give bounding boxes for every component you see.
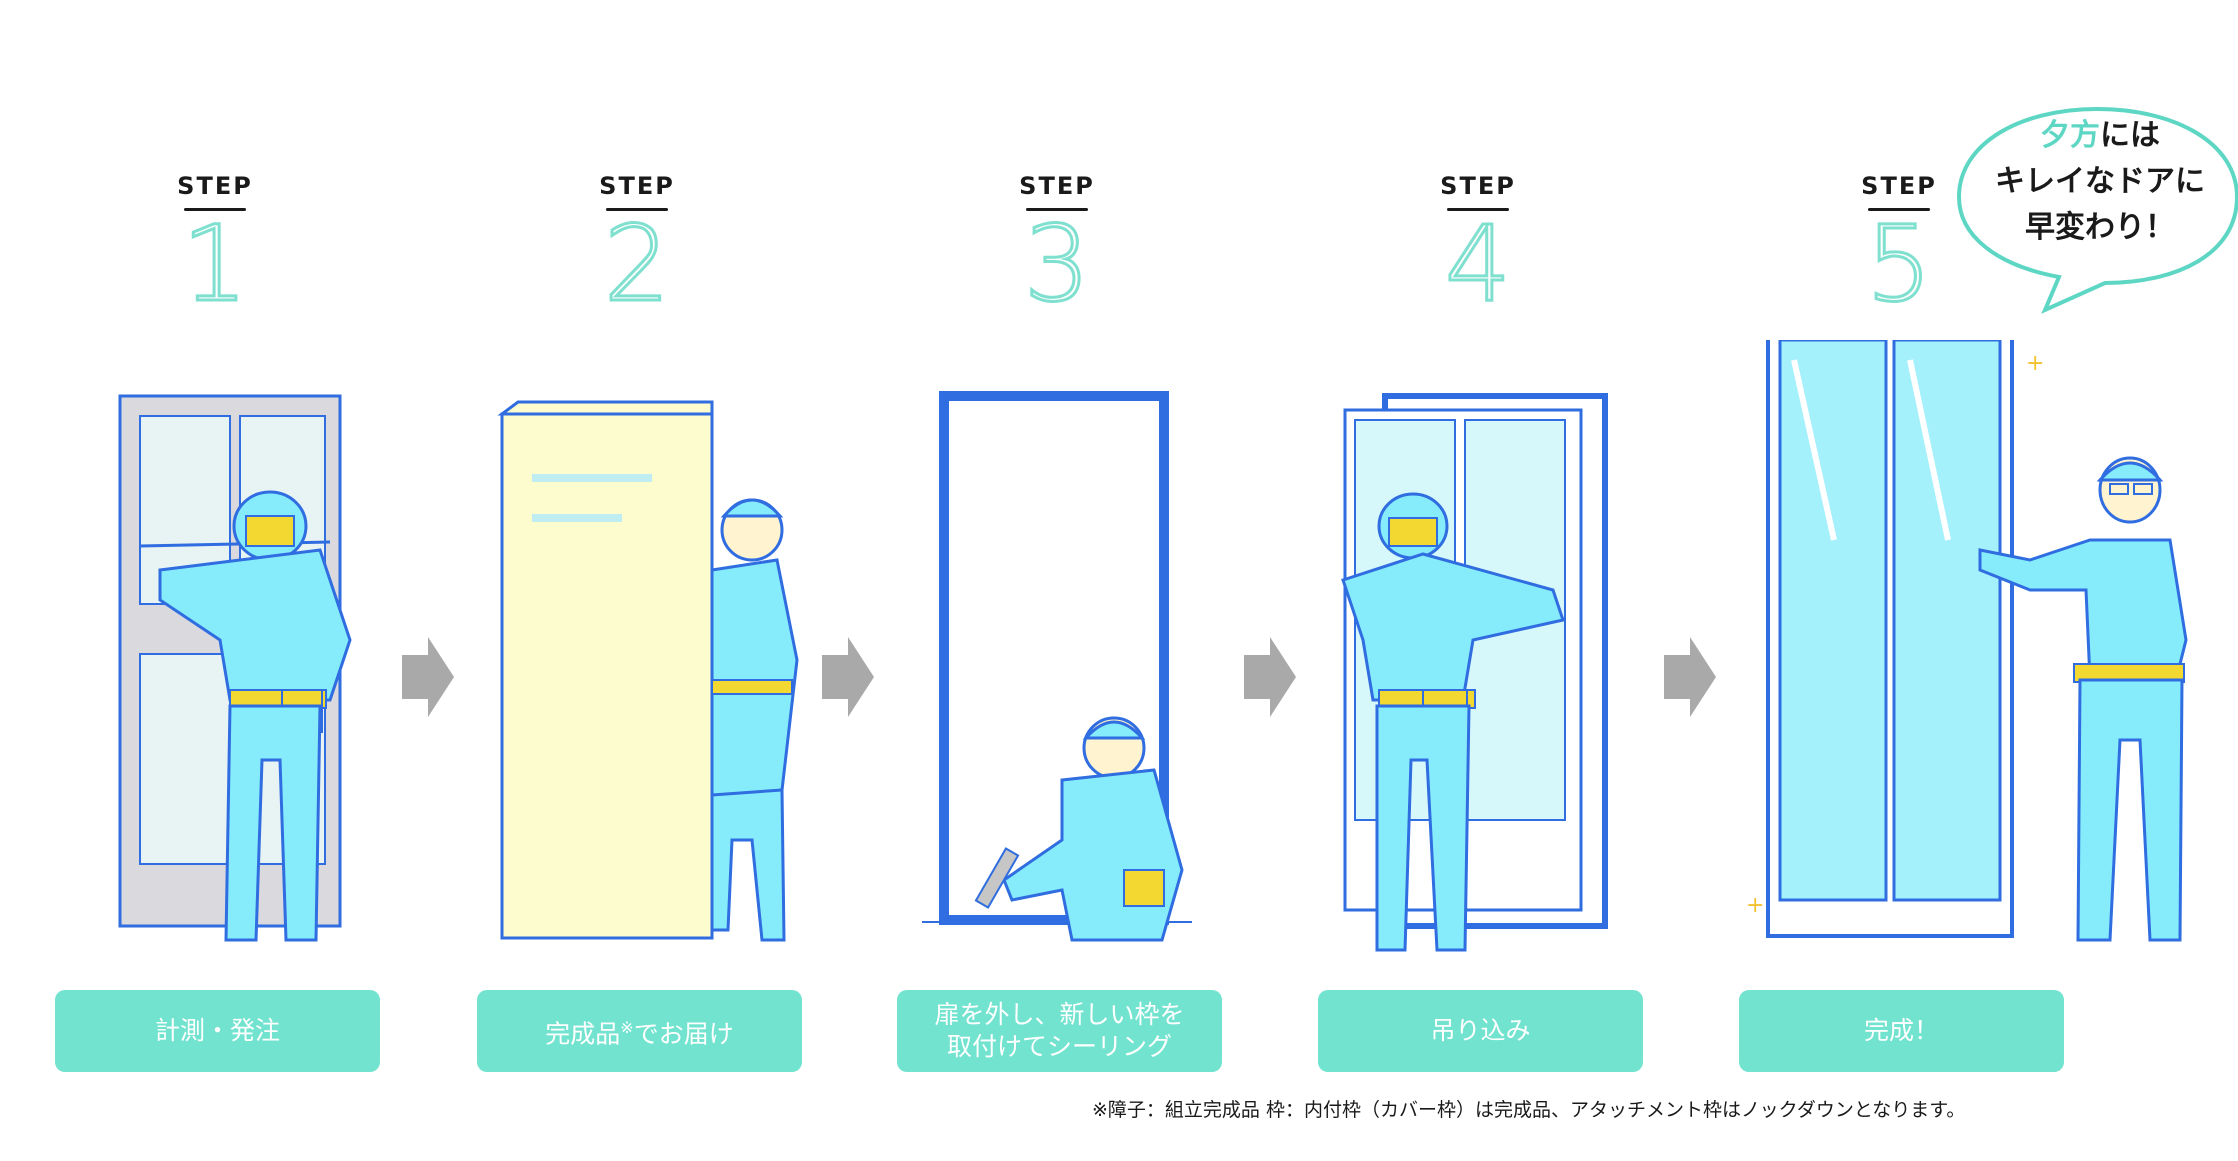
step-label: 吊り込み — [1318, 990, 1643, 1072]
step-number: 5 — [1864, 203, 1933, 325]
bubble-line-1: 夕方には — [2040, 118, 2160, 153]
step-number: 1 — [180, 203, 249, 325]
step-5: STEP 5 + + + 完成！ — [1734, 0, 2064, 1080]
hanging-door-worker-illustration — [1341, 393, 1608, 952]
arrow-right-icon — [1664, 637, 1716, 717]
step-1: STEP 1 計測・発注 — [50, 0, 380, 1080]
svg-text:+: + — [2026, 351, 2044, 376]
speech-bubble — [1956, 106, 2238, 314]
step-2: STEP 2 完成品※でお届け — [472, 0, 802, 1080]
step-number: 3 — [1022, 203, 1091, 325]
presenting-worker-illustration — [1978, 456, 2188, 942]
step-label-text: 計測・発注 — [154, 1016, 280, 1045]
step-word: STEP — [1313, 172, 1643, 211]
step-word: STEP — [1734, 172, 2064, 211]
step-label-line2: 取付けてシーリング — [946, 1032, 1172, 1061]
sealing-worker-illustration — [922, 391, 1192, 942]
step-number: 4 — [1443, 203, 1512, 325]
step-label: 計測・発注 — [55, 990, 380, 1072]
arrow-right-icon — [1244, 637, 1296, 717]
footnote: ※障子：組立完成品 枠：内付枠（カバー枠）は完成品、アタッチメント枠はノックダウ… — [1092, 1099, 1966, 1121]
step-label: 完成品※でお届け — [477, 990, 802, 1072]
step-label: 完成！ — [1739, 990, 2064, 1072]
step-word: STEP — [892, 172, 1222, 211]
bubble-line-2: キレイなドアに — [1995, 164, 2205, 199]
arrow-right-icon — [822, 637, 874, 717]
delivery-worker-illustration — [497, 400, 799, 942]
bubble-line-3: 早変わり！ — [2025, 210, 2175, 245]
step-label-text: 吊り込み — [1430, 1016, 1531, 1045]
step-word: STEP — [50, 172, 380, 211]
finished-door-illustration: + + + — [1746, 340, 2044, 938]
step-label-text: 完成品※でお届け — [545, 1017, 734, 1049]
measuring-worker-illustration — [118, 394, 352, 942]
speech-bubble-text: 夕方には キレイなドアに 早変わり！ — [1975, 113, 2225, 251]
step-label-text: 完成！ — [1863, 1016, 1939, 1045]
step-word: STEP — [472, 172, 802, 211]
step-3: STEP 3 扉を外し、新しい枠を 取付けてシーリング — [892, 0, 1222, 1080]
arrow-right-icon — [402, 637, 454, 717]
svg-text:+: + — [1746, 893, 1764, 918]
step-label: 扉を外し、新しい枠を 取付けてシーリング — [897, 990, 1222, 1072]
step-label-line1: 扉を外し、新しい枠を — [934, 1000, 1185, 1029]
step-number: 2 — [602, 203, 671, 325]
step-4: STEP 4 吊り込み — [1313, 0, 1643, 1080]
